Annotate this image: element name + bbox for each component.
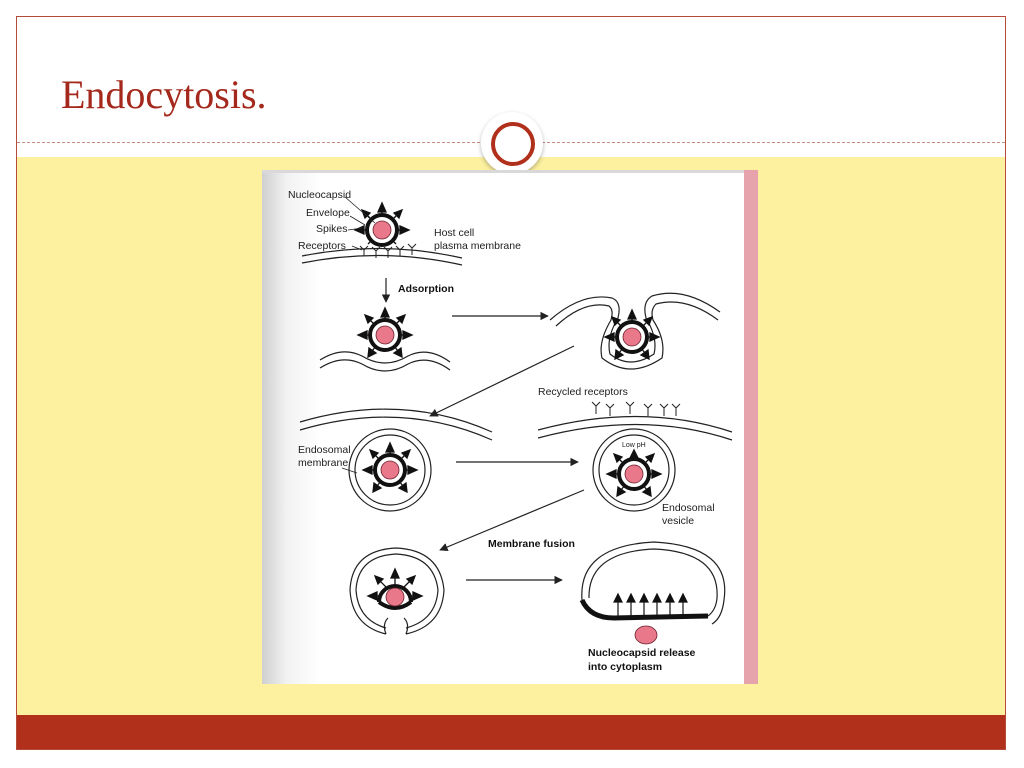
ornament-ring [491, 122, 535, 166]
stage-6-virion [366, 567, 424, 610]
slide-frame [16, 16, 1006, 750]
page-top-edge [262, 170, 744, 173]
membrane-right-outer [537, 415, 733, 433]
plasma-membrane-outer [301, 247, 463, 259]
recycled-receptor-icons [591, 401, 681, 416]
label-leaders [344, 196, 376, 251]
stage-5-virion [605, 448, 663, 498]
label-endosomal-vesicle-2: vesicle [662, 515, 694, 527]
stage-2-virion [356, 306, 414, 359]
pit-membrane-inner [555, 301, 719, 370]
acidified-vesicle-outer [592, 428, 676, 512]
label-membrane-fusion: Membrane fusion [488, 538, 575, 550]
label-recycled-receptors: Recycled receptors [538, 386, 628, 398]
label-receptors: Receptors [298, 240, 346, 252]
release-vesicle-inner [588, 548, 718, 617]
invaginating-membrane-outer [319, 351, 451, 364]
label-low-ph: Low pH [622, 442, 646, 449]
arrow-to-fusion [439, 489, 585, 551]
label-endosomal-vesicle-1: Endosomal [662, 502, 715, 514]
circle-ornament-icon [481, 112, 543, 174]
endosomal-membrane-leader [341, 467, 358, 474]
invaginating-membrane-inner [319, 359, 451, 372]
label-release-2: into cytoplasm [588, 661, 662, 673]
endosome-inner [354, 434, 426, 506]
acidified-vesicle-inner [598, 434, 670, 506]
label-plasma-membrane: plasma membrane [434, 240, 521, 252]
fusing-vesicle-inner [355, 553, 439, 629]
endocytosis-diagram: Nucleocapsid Envelope Spikes Receptors H… [262, 170, 758, 684]
fused-envelope [579, 598, 709, 621]
fusing-vesicle-outer [349, 547, 445, 635]
label-adsorption: Adsorption [398, 283, 454, 295]
fusion-neck-right [403, 617, 409, 635]
stage-4-virion [361, 441, 419, 494]
arrow-to-endosome [429, 345, 575, 417]
release-vesicle-outer [581, 541, 726, 625]
label-host-cell: Host cell [434, 227, 474, 239]
released-nucleocapsid-icon [634, 625, 658, 645]
membrane-left-outer [299, 408, 493, 433]
label-nucleocapsid: Nucleocapsid [288, 189, 351, 201]
label-endosomal-membrane-2: membrane [298, 457, 348, 469]
footer-bar [17, 715, 1005, 749]
label-spikes: Spikes [316, 223, 348, 235]
membrane-left-inner [299, 416, 493, 441]
page-edge [744, 170, 758, 684]
membrane-right-inner [537, 423, 733, 441]
label-release-1: Nucleocapsid release [588, 647, 696, 659]
nucleocapsid-icon [372, 220, 392, 240]
pit-membrane-outer [549, 292, 721, 363]
plasma-membrane-inner [301, 254, 463, 266]
label-endosomal-membrane-1: Endosomal [298, 444, 351, 456]
stage-3-virion [603, 308, 661, 361]
label-envelope: Envelope [306, 207, 350, 219]
slide-title: Endocytosis. [61, 72, 267, 117]
fusion-neck-left [383, 617, 389, 635]
released-spikes [613, 592, 688, 616]
endocytosis-figure: Nucleocapsid Envelope Spikes Receptors H… [262, 170, 758, 684]
